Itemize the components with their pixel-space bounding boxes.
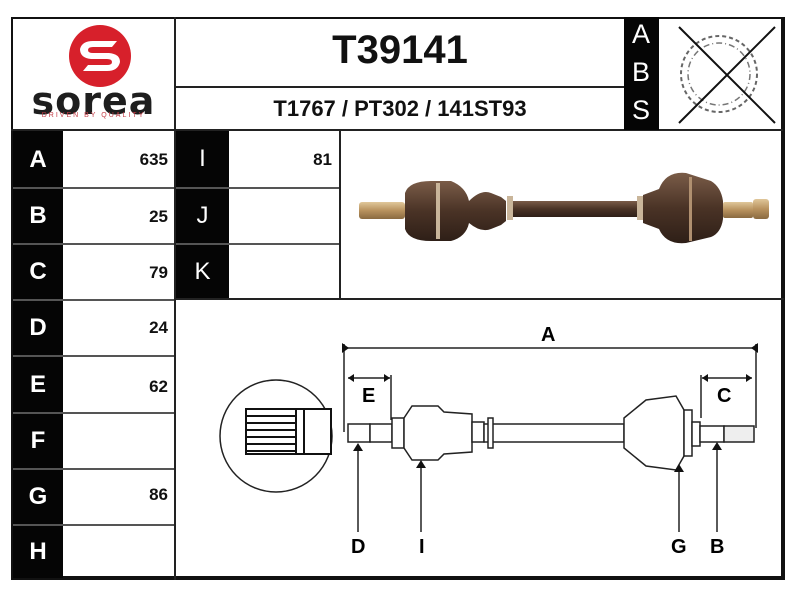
dim-value-i: 81 bbox=[313, 150, 332, 169]
dim-value-a: 635 bbox=[139, 150, 168, 169]
cross-references: T1767 / PT302 / 141ST93 bbox=[273, 96, 527, 121]
abs-letter-s: S bbox=[631, 95, 650, 125]
dim-label-a: A bbox=[13, 131, 63, 188]
abs-letter-b: B bbox=[631, 57, 650, 87]
dim-label-g: G bbox=[13, 469, 63, 525]
dim-value-b: 25 bbox=[149, 207, 168, 226]
dim-label-k: K bbox=[176, 244, 229, 299]
dim-value-g: 86 bbox=[149, 485, 168, 504]
dim-value-e: 62 bbox=[149, 377, 168, 396]
dim-label-b: B bbox=[13, 188, 63, 244]
divider bbox=[13, 355, 175, 357]
diagram-label-c: C bbox=[717, 385, 732, 407]
diagram-label-d: D bbox=[351, 536, 366, 558]
divider bbox=[13, 524, 175, 526]
dim-value-d: 24 bbox=[149, 318, 168, 337]
divider bbox=[174, 298, 784, 300]
divider bbox=[13, 412, 175, 414]
divider bbox=[176, 243, 340, 245]
sorea-emblem-icon bbox=[69, 25, 131, 87]
abs-label-column: A B S bbox=[624, 17, 659, 130]
divider bbox=[13, 468, 175, 470]
dim-label-i: I bbox=[176, 131, 229, 187]
abs-ring-crossed-icon bbox=[659, 19, 783, 129]
divider bbox=[339, 130, 341, 300]
dim-label-d: D bbox=[13, 300, 63, 356]
diagram-label-b: B bbox=[710, 536, 725, 558]
sorea-logo: sorea DRIVEN BY QUALITY bbox=[13, 19, 174, 129]
divider bbox=[13, 299, 175, 301]
drive-shaft-diagram: A E C D I G B bbox=[176, 300, 783, 578]
drive-shaft-photo bbox=[341, 131, 783, 298]
dim-label-c: C bbox=[13, 244, 63, 300]
spline-detail-icon bbox=[219, 379, 333, 493]
dim-label-j: J bbox=[176, 188, 229, 243]
part-number: T39141 bbox=[332, 28, 468, 72]
dim-value-c: 79 bbox=[149, 263, 168, 282]
dim-label-e: E bbox=[13, 356, 63, 413]
divider bbox=[13, 187, 175, 189]
divider bbox=[174, 130, 176, 580]
dim-label-h: H bbox=[13, 525, 63, 578]
diagram-label-a: A bbox=[541, 324, 556, 346]
diagram-label-e: E bbox=[362, 385, 376, 407]
divider bbox=[174, 17, 176, 130]
divider bbox=[13, 243, 175, 245]
divider bbox=[174, 86, 624, 88]
abs-letter-a: A bbox=[631, 19, 650, 49]
divider bbox=[11, 129, 783, 131]
dim-label-f: F bbox=[13, 413, 63, 469]
brand-name: sorea bbox=[31, 79, 156, 123]
diagram-label-g: G bbox=[671, 536, 687, 558]
brand-tagline: DRIVEN BY QUALITY bbox=[41, 112, 146, 119]
diagram-label-i: I bbox=[419, 536, 425, 558]
divider bbox=[176, 187, 340, 189]
